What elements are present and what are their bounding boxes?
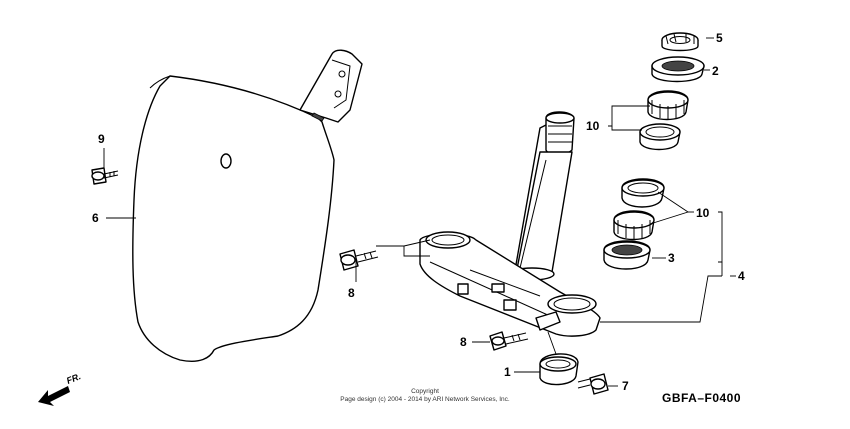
upper-bearing (647, 90, 689, 121)
callout-5: 5 (716, 31, 723, 45)
callout-9: 9 (98, 132, 105, 146)
bolt-8-upper (339, 249, 379, 271)
bolt-7 (577, 373, 609, 395)
callout-6: 6 (92, 211, 99, 225)
upper-race (639, 123, 681, 151)
steering-stem (419, 111, 601, 337)
callout-1: 1 (504, 365, 511, 379)
callout-2: 2 (712, 64, 719, 78)
lower-race (621, 178, 665, 208)
clamp (539, 353, 579, 386)
callout-7: 7 (622, 379, 629, 393)
callout-8-upper: 8 (348, 286, 355, 300)
callout-10-upper: 10 (586, 119, 600, 133)
copyright-notice: Page design (c) 2004 - 2014 by ARI Netwo… (340, 396, 510, 403)
copyright-title: Copyright (411, 388, 439, 395)
callout-3: 3 (668, 251, 675, 265)
callout-10-lower: 10 (696, 206, 710, 220)
bolt-9 (91, 167, 119, 185)
bolt-8-lower (489, 331, 529, 351)
callout-4: 4 (738, 269, 745, 283)
front-direction-arrow: FR. (38, 371, 82, 406)
dust-seal-3 (603, 240, 651, 270)
dust-seal-2 (651, 56, 705, 83)
diagram-code: GBFA–F0400 (662, 391, 741, 405)
lower-bearing (613, 210, 655, 241)
direction-label: FR. (65, 371, 82, 386)
callout-8-lower: 8 (460, 335, 467, 349)
number-plate (132, 49, 363, 362)
nut-5 (661, 32, 699, 52)
leader-lines (103, 37, 736, 387)
